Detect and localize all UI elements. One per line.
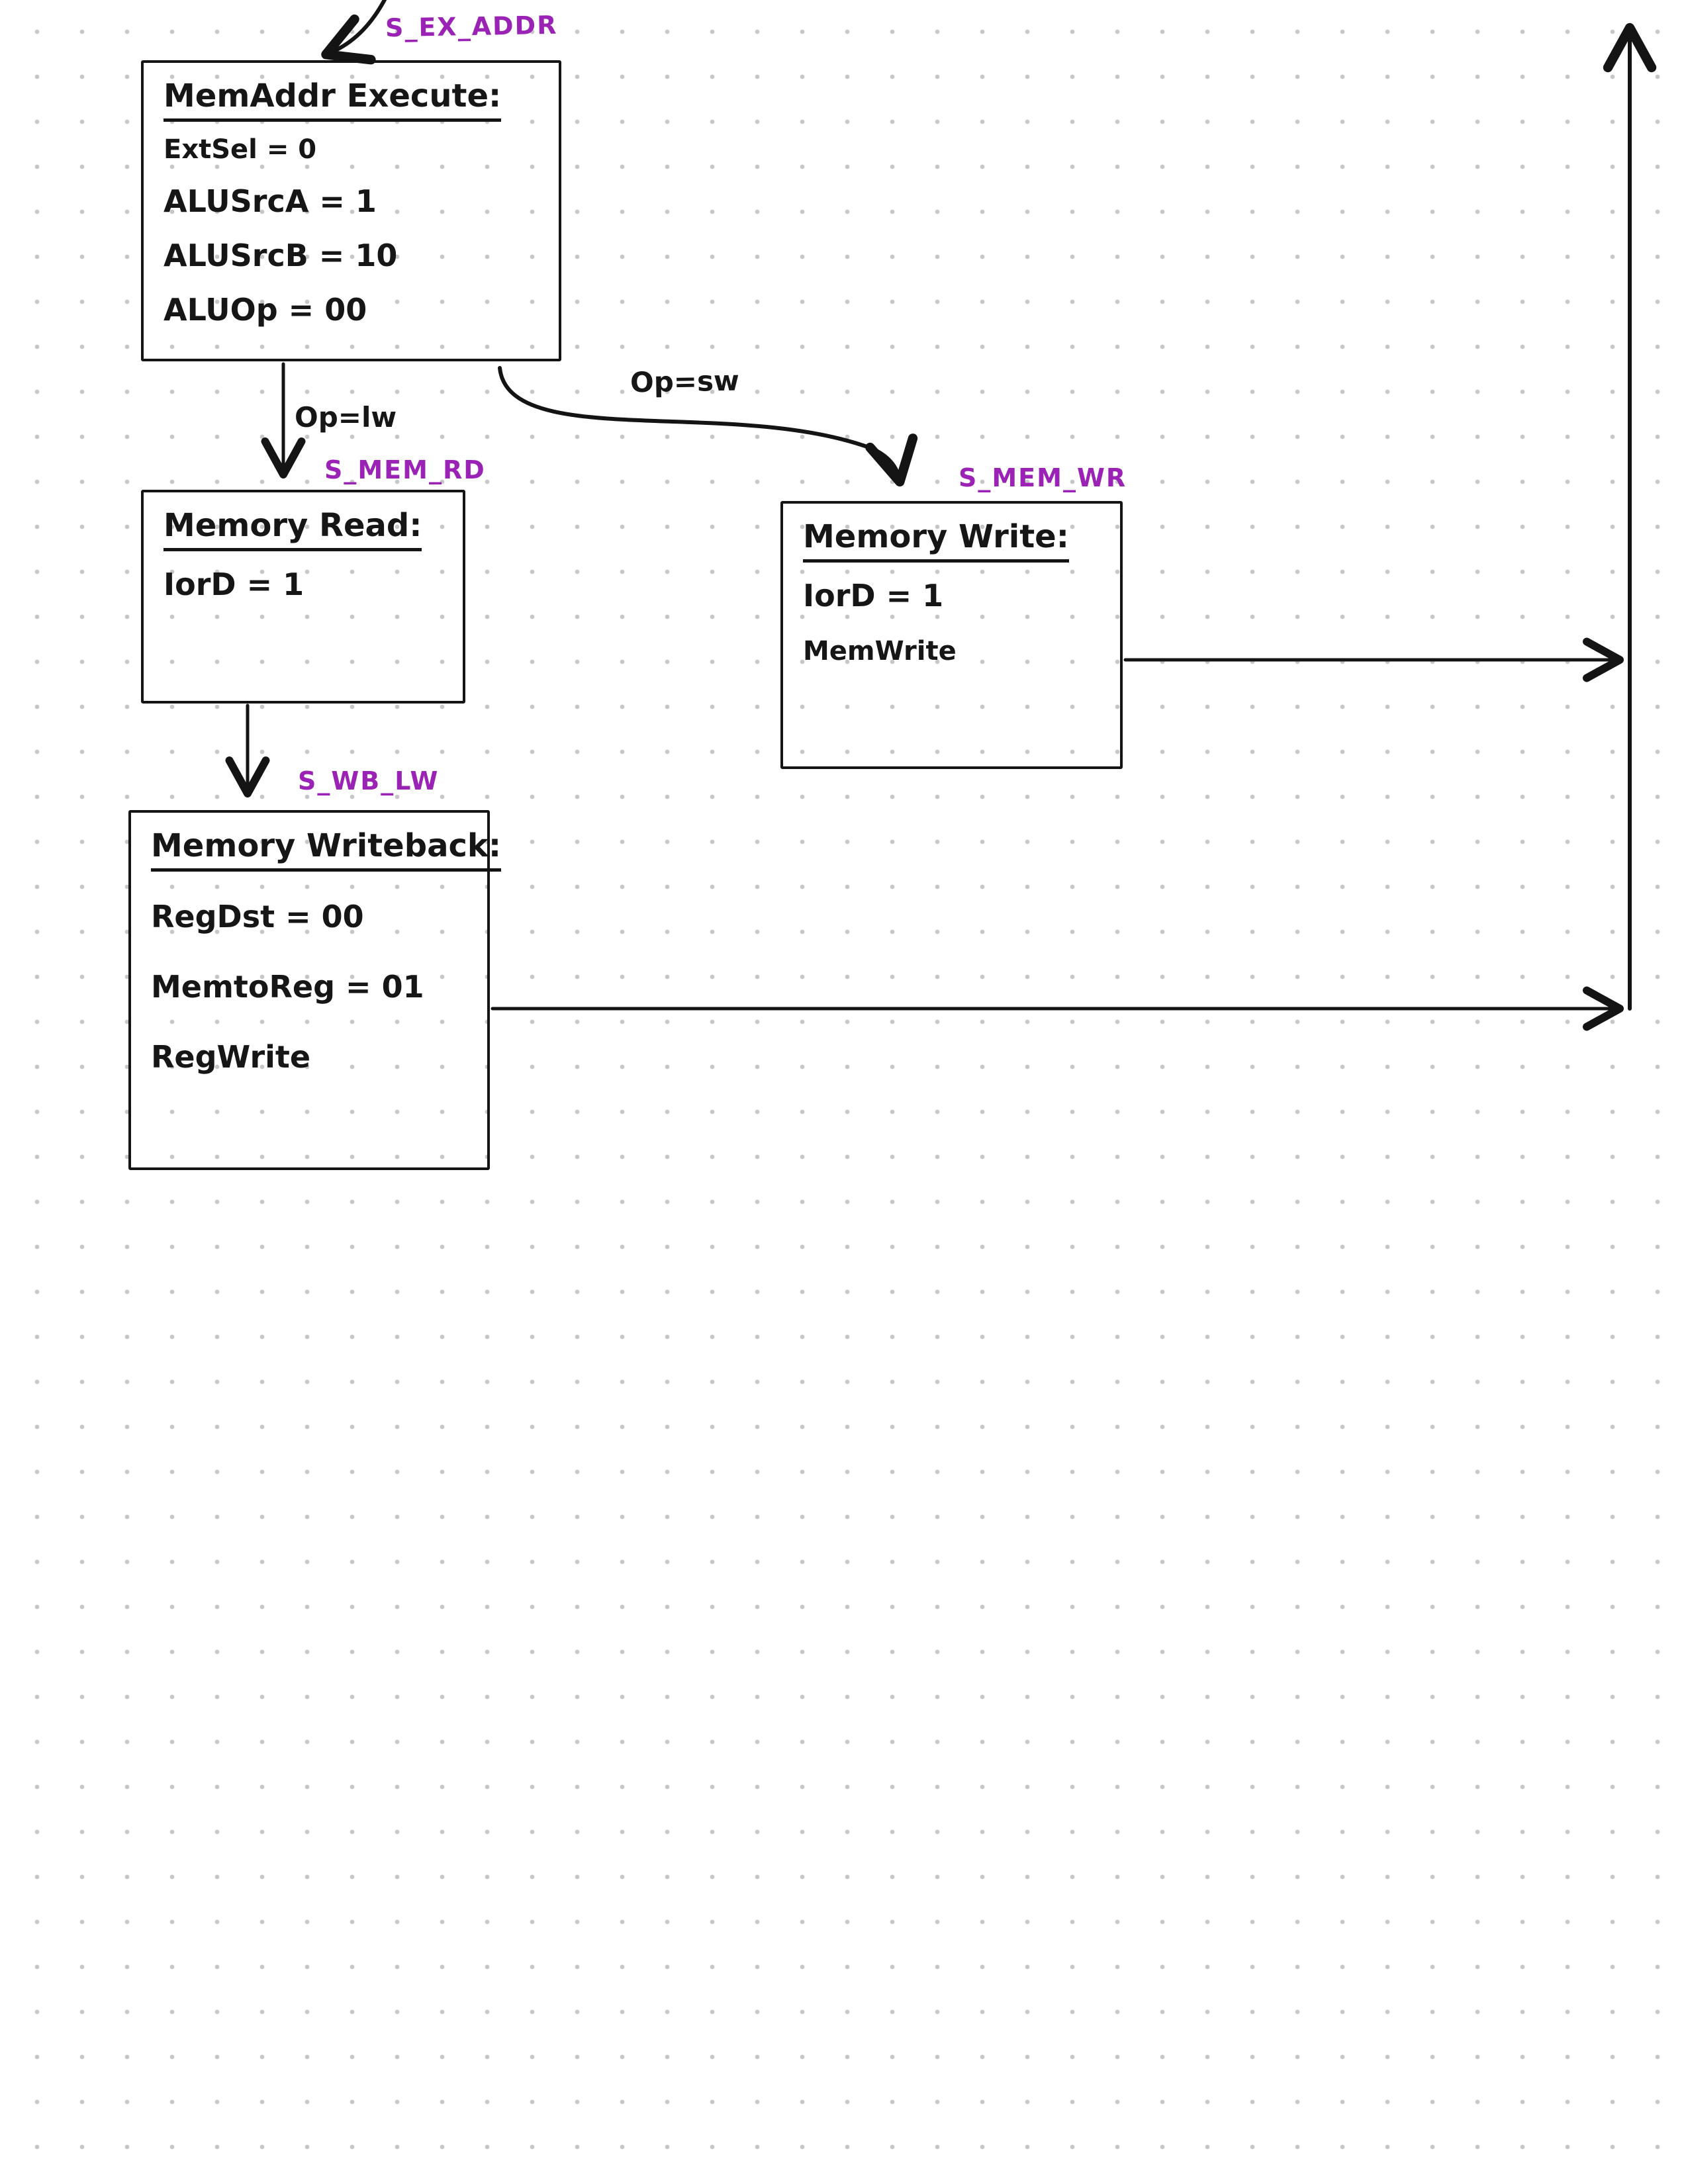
edge-label-op-lw: Op=lw <box>295 401 397 433</box>
state-label-s-wb-lw: S_WB_LW <box>298 766 440 796</box>
state-label-s-ex-addr: S_EX_ADDR <box>385 10 558 43</box>
control-signal-line: ExtSel = 0 <box>164 134 317 165</box>
state-box-memory-write: Memory Write: IorD = 1 MemWrite <box>780 501 1123 769</box>
control-signal-line: RegWrite <box>151 1039 311 1075</box>
state-title-text: Memory Read: <box>164 507 422 551</box>
edge-entry-arrow <box>321 0 387 65</box>
control-signal-line: MemWrite <box>803 636 957 666</box>
control-signal-line: IorD = 1 <box>164 567 305 602</box>
state-label-s-mem-wr: S_MEM_WR <box>959 463 1127 492</box>
state-box-memaddr-execute: MemAddr Execute: ExtSel = 0 ALUSrcA = 1 … <box>141 60 561 361</box>
state-box-memory-read: Memory Read: IorD = 1 <box>141 490 465 704</box>
control-signal-line: RegDst = 00 <box>151 899 364 934</box>
state-title: MemAddr Execute: <box>164 77 539 122</box>
state-title-text: Memory Write: <box>803 518 1069 563</box>
control-signal-line: ALUSrcB = 10 <box>164 238 398 273</box>
state-title: Memory Writeback: <box>151 827 502 872</box>
control-signal-line: IorD = 1 <box>803 578 944 614</box>
state-box-memory-writeback: Memory Writeback: RegDst = 00 MemtoReg =… <box>128 810 502 1170</box>
edge-label-op-sw: Op=sw <box>630 364 740 399</box>
control-signal-line: ALUOp = 00 <box>164 292 367 328</box>
control-signal-line: ALUSrcA = 1 <box>164 183 377 219</box>
state-title-text: Memory Writeback: <box>151 827 502 872</box>
control-signal-line: MemtoReg = 01 <box>151 969 424 1005</box>
state-title-text: MemAddr Execute: <box>164 77 502 122</box>
edge-ex-to-memwr <box>498 366 918 487</box>
state-label-s-mem-rd: S_MEM_RD <box>324 455 486 484</box>
state-title: Memory Read: <box>164 507 443 551</box>
state-title: Memory Write: <box>803 518 1100 563</box>
